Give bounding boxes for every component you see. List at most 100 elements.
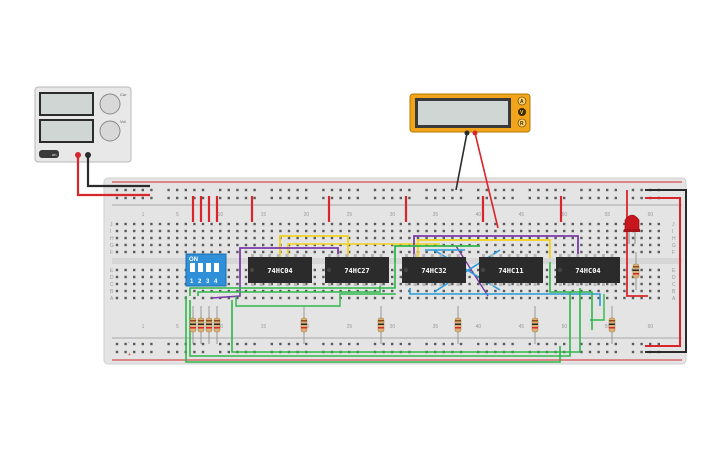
column-number-top: 15 [261, 212, 267, 218]
resistor[interactable] [454, 306, 462, 344]
ic-chip-label: 74HC04 [267, 267, 292, 275]
dip-switch-on-label: ON [189, 257, 198, 263]
resistor[interactable] [300, 306, 308, 344]
dip-toggle-1[interactable] [190, 263, 195, 272]
green-wire-1[interactable] [394, 245, 480, 262]
dip-switch[interactable]: ON 1 2 3 4 [185, 253, 227, 287]
column-number-top: 1 [142, 212, 145, 218]
column-number-top: 20 [304, 212, 310, 218]
green-wire-3[interactable] [197, 286, 381, 296]
column-number-bottom: 10 [218, 324, 224, 330]
row-letter-left: F [110, 250, 113, 256]
ic-chip-label: 74HC32 [421, 267, 446, 275]
row-letter-right: I [672, 229, 673, 235]
column-number-bottom: 15 [261, 324, 267, 330]
resistor[interactable] [531, 306, 539, 344]
row-letter-left: A [110, 296, 114, 302]
resistor[interactable] [197, 306, 205, 344]
blue-wire-1[interactable] [433, 249, 501, 291]
volt-mode-label: V [520, 110, 524, 116]
green-wire-6[interactable] [231, 288, 581, 353]
ic-chip-label: 74HC04 [575, 267, 600, 275]
ohm-mode-button[interactable] [517, 118, 527, 128]
purple-wire-4[interactable] [455, 245, 489, 297]
resistor[interactable] [632, 252, 640, 290]
power-button-label: on [52, 152, 56, 157]
yellow-wire-3[interactable] [287, 243, 440, 258]
row-letter-right: B [672, 289, 676, 295]
ic-chip[interactable]: 74HC11 [479, 254, 543, 286]
column-number-top: 30 [390, 212, 396, 218]
column-number-top: 40 [476, 212, 482, 218]
ic-chip-label: 74HC27 [344, 267, 369, 275]
column-number-top: 5 [176, 212, 179, 218]
resistor[interactable] [189, 306, 197, 344]
green-wire-7[interactable] [235, 293, 396, 307]
purple-wire-2[interactable] [413, 235, 579, 258]
column-number-top: 60 [648, 212, 654, 218]
amp-mode-button[interactable] [517, 96, 527, 106]
red-jumper-group[interactable] [191, 196, 563, 222]
resistor[interactable] [205, 306, 213, 344]
power-supply[interactable]: Cur Vol on [34, 86, 132, 163]
knob-label-cur: Cur [120, 92, 127, 97]
dip-toggle-3[interactable] [206, 263, 211, 272]
yellow-wire-2[interactable] [417, 239, 551, 258]
green-wire-2[interactable] [189, 262, 396, 296]
supply-positive-wire[interactable] [76, 155, 150, 197]
blue-wire-4[interactable] [409, 288, 601, 306]
knob-label-vol: Vol [120, 119, 126, 124]
row-letter-left: D [110, 275, 114, 281]
green-wire-9[interactable] [590, 294, 605, 321]
multimeter[interactable]: A V R [409, 93, 531, 136]
multimeter-display [418, 101, 508, 125]
ic-chip[interactable]: 74HC27 [325, 254, 389, 286]
supply-negative-wire[interactable] [86, 155, 150, 188]
ic-chip[interactable]: 74HC32 [402, 254, 466, 286]
column-number-bottom: 1 [142, 324, 145, 330]
column-number-top: 35 [433, 212, 439, 218]
row-letter-left: I [110, 229, 111, 235]
dip-toggle-2[interactable] [198, 263, 203, 272]
voltage-knob[interactable] [99, 120, 121, 142]
wires[interactable] [76, 132, 687, 363]
multimeter-com-wire[interactable] [455, 132, 468, 191]
purple-wire-1[interactable] [239, 247, 339, 278]
row-letter-right: F [672, 250, 675, 256]
rail-minus-sign: - [128, 340, 130, 346]
row-letter-right: H [672, 236, 676, 242]
column-number-bottom: 50 [562, 324, 568, 330]
resistor[interactable] [377, 306, 385, 344]
red-led[interactable] [624, 214, 640, 244]
green-wire-4[interactable] [185, 296, 561, 363]
volt-mode-button[interactable] [518, 108, 526, 116]
dip-position-4: 4 [214, 279, 218, 285]
purple-wire-3[interactable] [211, 278, 241, 299]
yellow-wire-1[interactable] [279, 235, 349, 258]
green-wire-8[interactable] [549, 262, 593, 330]
row-letter-right: J [672, 222, 675, 228]
rail-link-negative-wire[interactable] [645, 189, 687, 353]
ic-chip[interactable]: 74HC04 [556, 254, 620, 286]
ic-chips[interactable]: 74HC04 74HC27 74HC32 74HC11 74HC04 [248, 254, 620, 286]
rail-link-positive-wire[interactable] [645, 197, 681, 347]
row-letter-left: E [110, 268, 114, 274]
resistor[interactable] [213, 306, 221, 344]
column-number-bottom: 55 [605, 324, 611, 330]
power-button[interactable] [39, 150, 59, 158]
column-number-top: 55 [605, 212, 611, 218]
resistors[interactable] [189, 252, 640, 344]
current-knob[interactable] [99, 93, 121, 115]
column-number-bottom: 35 [433, 324, 439, 330]
row-letter-right: G [672, 243, 676, 249]
resistor[interactable] [608, 306, 616, 344]
column-number-bottom: 40 [476, 324, 482, 330]
row-letter-left: C [110, 282, 114, 288]
dip-toggle-4[interactable] [214, 263, 219, 272]
multimeter-v-wire[interactable] [474, 132, 499, 229]
ic-chip[interactable]: 74HC04 [248, 254, 312, 286]
center-channel [112, 258, 682, 264]
ohm-mode-label: R [520, 121, 524, 127]
